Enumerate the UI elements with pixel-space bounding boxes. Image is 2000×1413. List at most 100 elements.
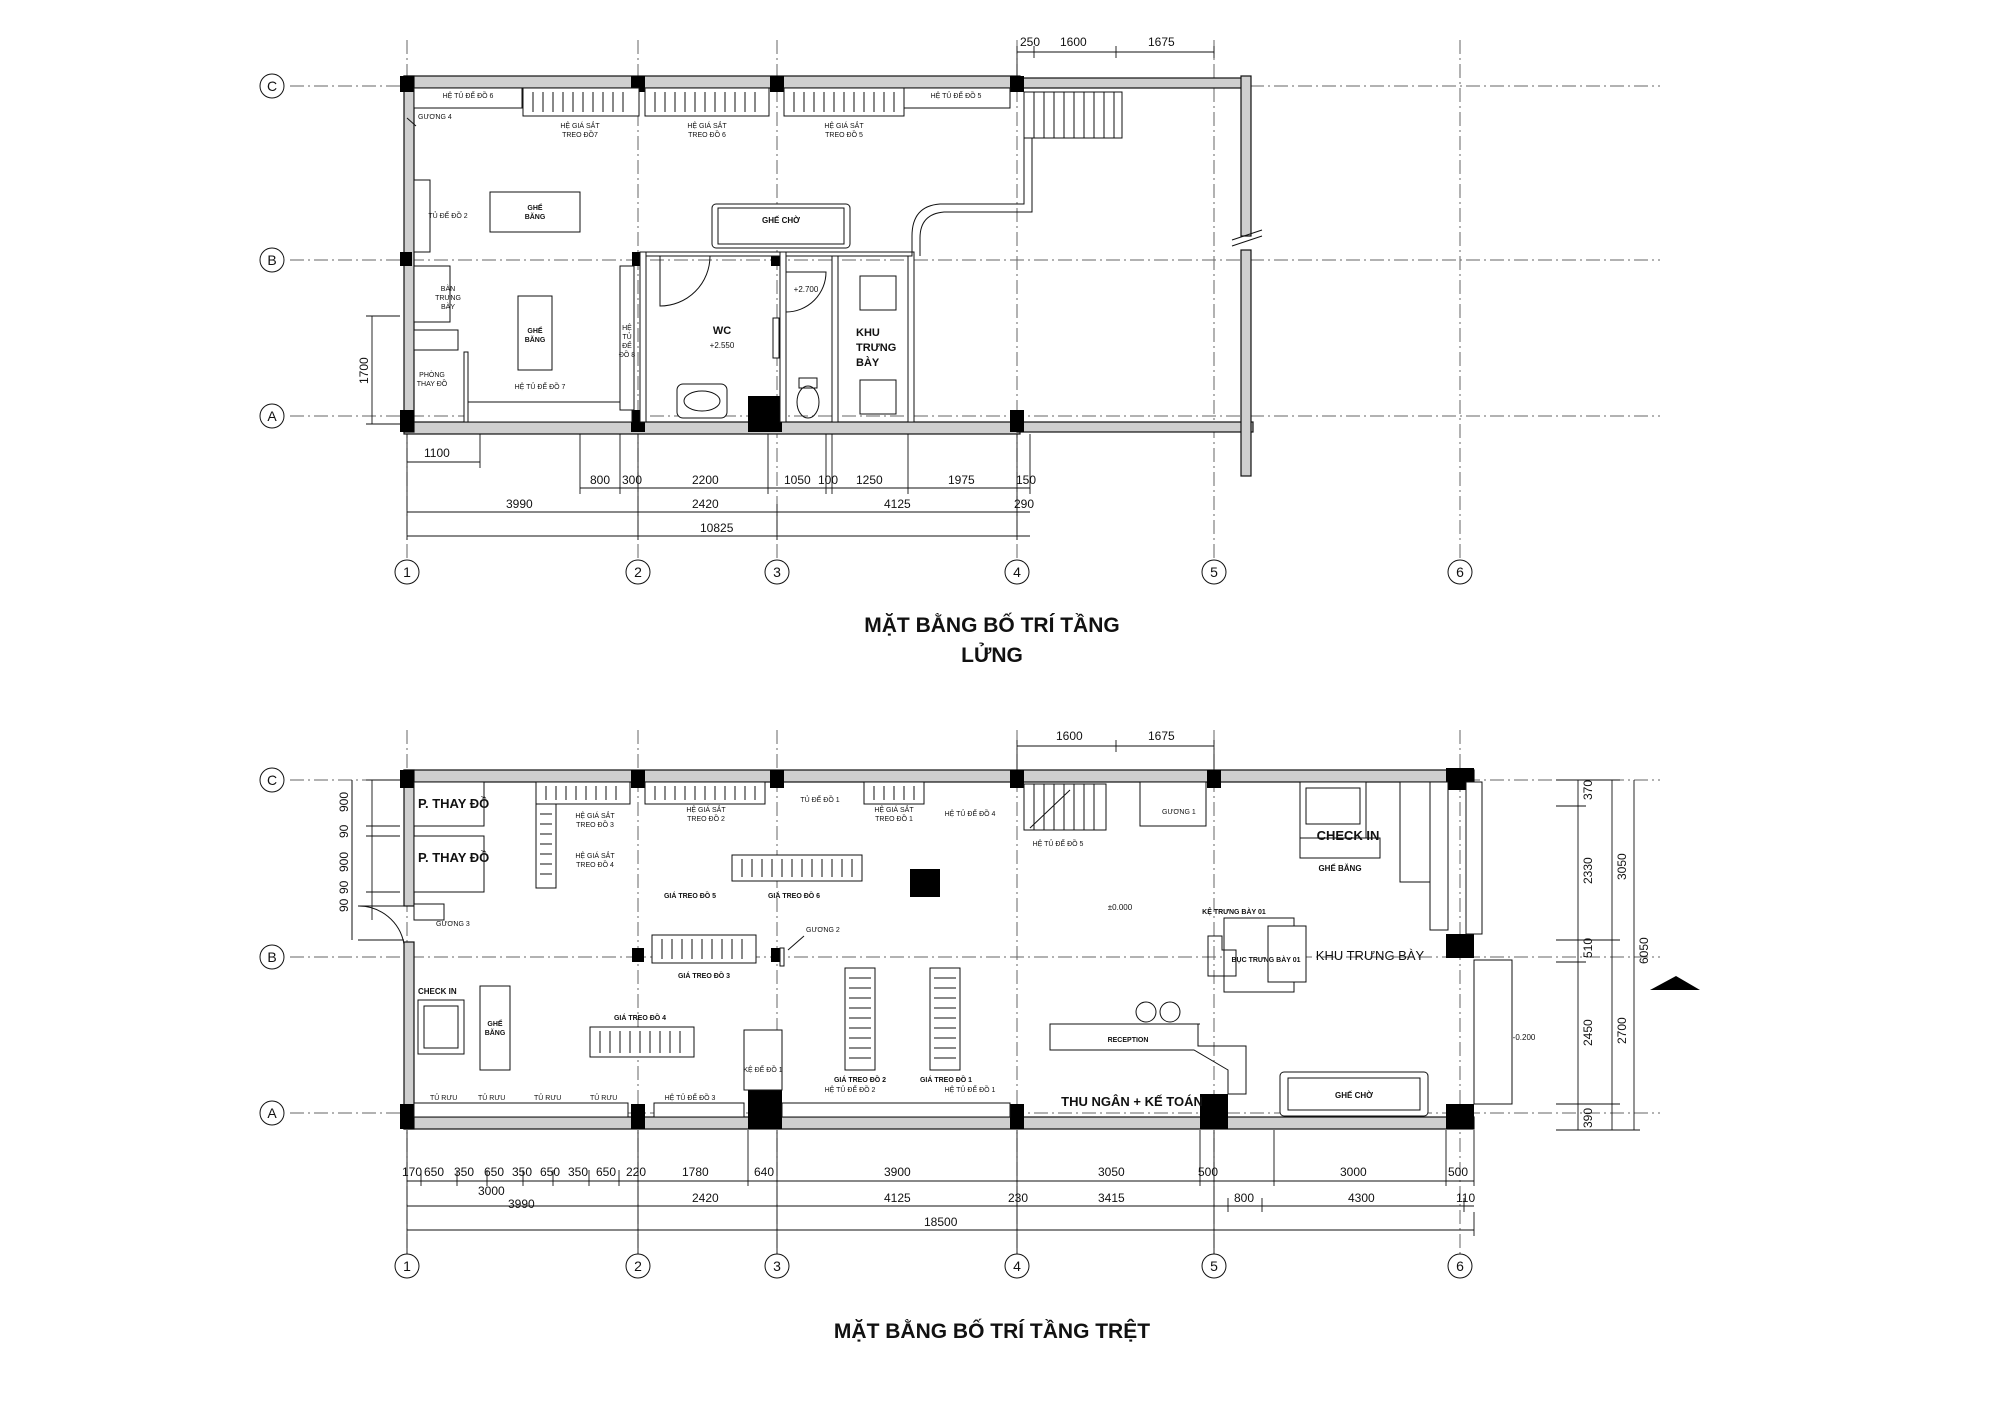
ground-dim-total: 18500 <box>924 1215 958 1229</box>
ground-bench-left-label-b: BĂNG <box>485 1028 506 1037</box>
ground-dim-r1-2: 350 <box>454 1165 474 1179</box>
ground-mirror-3-label: GƯƠNG 3 <box>436 921 470 928</box>
ground-shelf-2-label: HỆ TỦ ĐỂ ĐỒ 2 <box>825 1084 876 1094</box>
ground-rack-3-label-b: TREO ĐỒ 3 <box>576 819 614 829</box>
ground-dim-r1-14: 3000 <box>1340 1165 1367 1179</box>
ground-dim-ri-2: 510 <box>1581 938 1595 958</box>
mezz-col-1: 1 <box>403 564 411 580</box>
mezz-display-table-label-2: TRƯNG <box>435 295 461 302</box>
mezz-row-b: B <box>267 252 276 268</box>
ground-left-furniture <box>413 985 1011 1118</box>
ground-row-c: C <box>267 772 277 788</box>
ground-check-in-left-label: CHECK IN <box>418 987 457 996</box>
mezz-dim-top-0: 250 <box>1020 35 1040 49</box>
ground-hang-2-label: GIÁ TREO ĐỒ 2 <box>834 1074 886 1084</box>
mezz-rack-7-label-b: TREO ĐỒ7 <box>562 129 598 139</box>
mezz-dim-r2-4: 100 <box>818 473 838 487</box>
mezz-rack-5-label-a: HỆ GIÁ SẮT <box>824 121 864 130</box>
ground-title: MẶT BẰNG BỐ TRÍ TẦNG TRỆT <box>834 1319 1150 1343</box>
ground-cabinet-1-label: TỦ ĐỂ ĐỒ 1 <box>800 794 839 804</box>
ground-row-a: A <box>267 1105 277 1121</box>
mezz-dimensions: 250 1600 1675 1700 1100 800 300 2200 105… <box>357 35 1215 540</box>
mezz-col-3: 3 <box>773 564 781 580</box>
ground-reception-label: RECEPTION <box>1108 1037 1149 1044</box>
mezz-grid-bubbles: C B A 1 2 3 4 5 6 <box>259 73 1473 585</box>
mezz-wc-level: +2.550 <box>710 341 735 350</box>
ground-bench-left-label-a: GHẾ <box>487 1018 503 1028</box>
ground-dim-r1-7: 650 <box>596 1165 616 1179</box>
ground-dim-ri-1: 2330 <box>1581 857 1595 884</box>
ground-dim-r1-5: 650 <box>540 1165 560 1179</box>
ground-dim-top-0: 1600 <box>1056 729 1083 743</box>
mezz-dim-left: 1700 <box>357 357 371 384</box>
mezz-mirror-4-label: GƯƠNG 4 <box>418 114 452 121</box>
ground-luggage-3-label: TỦ RƯU <box>534 1093 561 1102</box>
mezz-dim-r2-6: 1975 <box>948 473 975 487</box>
ground-dim-r1-9: 1780 <box>682 1165 709 1179</box>
ground-rack-2-label-a: HỆ GIÁ SẮT <box>686 805 726 814</box>
ground-rack-2-label-b: TREO ĐỒ 2 <box>687 813 725 823</box>
mezz-dim-top-1: 1600 <box>1060 35 1087 49</box>
ground-shelf-5-label: HỆ TỦ ĐỂ ĐỒ 5 <box>1033 838 1084 848</box>
ground-col-4: 4 <box>1013 1258 1021 1274</box>
mezz-dim-r3-2: 4125 <box>884 497 911 511</box>
ground-dim-r1-6: 350 <box>568 1165 588 1179</box>
ground-dim-r1-4: 350 <box>512 1165 532 1179</box>
mezz-shelf-5-label: HỆ TỦ ĐỂ ĐỒ 5 <box>931 90 982 100</box>
ground-dim-left-3: 90 <box>337 880 351 894</box>
mezz-shelf-8-label-1: HỆ <box>622 323 632 332</box>
ground-rack-3-label-a: HỆ GIÁ SẮT <box>575 811 615 820</box>
ground-dim-r1-0: 170 <box>402 1165 422 1179</box>
ground-dim-right-outer: 6050 <box>1637 937 1651 964</box>
ground-dim-left-1: 90 <box>337 824 351 838</box>
ground-shelf-1-label: HỆ TỦ ĐỂ ĐỒ 1 <box>945 1084 996 1094</box>
ground-rack-1-label-a: HỆ GIÁ SẮT <box>874 805 914 814</box>
mezz-dim-r2-2: 2200 <box>692 473 719 487</box>
mezz-col-2: 2 <box>634 564 642 580</box>
ground-mirror-1-label: GƯƠNG 1 <box>1162 809 1196 816</box>
ground-waiting-bench-label: GHẾ CHỜ <box>1335 1090 1373 1100</box>
mezz-display-table-label-3: BÀY <box>441 302 455 311</box>
ground-fitting-2-label: P. THAY ĐỒ <box>418 850 489 865</box>
mezz-dim-r2-5: 1250 <box>856 473 883 487</box>
ground-dim-r2-7: 4300 <box>1348 1191 1375 1205</box>
ground-rack-hatch <box>540 786 956 1059</box>
ground-luggage-2-label: TỦ RƯU <box>478 1093 505 1102</box>
ground-dim-r2-8: 110 <box>1456 1191 1475 1205</box>
ground-dim-r2-2: 2420 <box>692 1191 719 1205</box>
ground-col-2: 2 <box>634 1258 642 1274</box>
ground-dim-r2-3: 4125 <box>884 1191 911 1205</box>
ground-racks <box>535 781 961 1071</box>
ground-col-1: 1 <box>403 1258 411 1274</box>
ground-cashier-label: THU NGÂN + KẾ TOÁN <box>1061 1094 1203 1109</box>
ground-level-zero: ±0.000 <box>1108 903 1133 912</box>
ground-rack-4-label-b: TREO ĐỒ 4 <box>576 859 614 869</box>
mezz-stair-level: +2.700 <box>794 285 819 294</box>
ground-dim-ri-0: 370 <box>1581 780 1595 800</box>
mezz-dim-total: 10825 <box>700 521 734 535</box>
ground-dim-left-0: 900 <box>337 792 351 812</box>
ground-dim-rm-1: 2700 <box>1615 1017 1629 1044</box>
ground-rack-1-label-b: TREO ĐỒ 1 <box>875 813 913 823</box>
ground-row-b: B <box>267 949 276 965</box>
ground-dim-r1-15: 500 <box>1448 1165 1468 1179</box>
mezz-col-5: 5 <box>1210 564 1218 580</box>
mezz-dim-r3-3: 290 <box>1014 497 1034 511</box>
mezz-col-6: 6 <box>1456 564 1464 580</box>
ground-plan: P. THAY ĐỒ P. THAY ĐỒ GƯƠNG 3 CHECK IN G… <box>259 729 1700 1343</box>
ground-buc-trung-bay-label: BỤC TRƯNG BÀY 01 <box>1231 955 1300 964</box>
ground-dimensions: 1600 1675 900 90 900 90 90 370 2330 510 … <box>337 729 1651 1260</box>
ground-dim-ri-4: 390 <box>1581 1108 1595 1128</box>
mezzanine-plan: HỆ TỦ ĐỂ ĐỒ 6 HỆ TỦ ĐỂ ĐỒ 5 GƯƠNG 4 HỆ G… <box>259 35 1660 667</box>
ground-dim-left-2: 900 <box>337 852 351 872</box>
mezz-wc-label: WC <box>713 325 731 337</box>
ground-luggage-1-label: TỦ RƯU <box>430 1093 457 1102</box>
ground-hang-1-label: GIÁ TREO ĐỒ 1 <box>920 1074 972 1084</box>
ground-col-3: 3 <box>773 1258 781 1274</box>
ground-dim-r1-13: 500 <box>1198 1165 1218 1179</box>
ground-level-minus: -0.200 <box>1513 1033 1536 1042</box>
mezz-display-area-label-1: KHU <box>856 327 880 339</box>
entrance-arrow-icon <box>1650 976 1700 990</box>
mezz-col-4: 4 <box>1013 564 1021 580</box>
